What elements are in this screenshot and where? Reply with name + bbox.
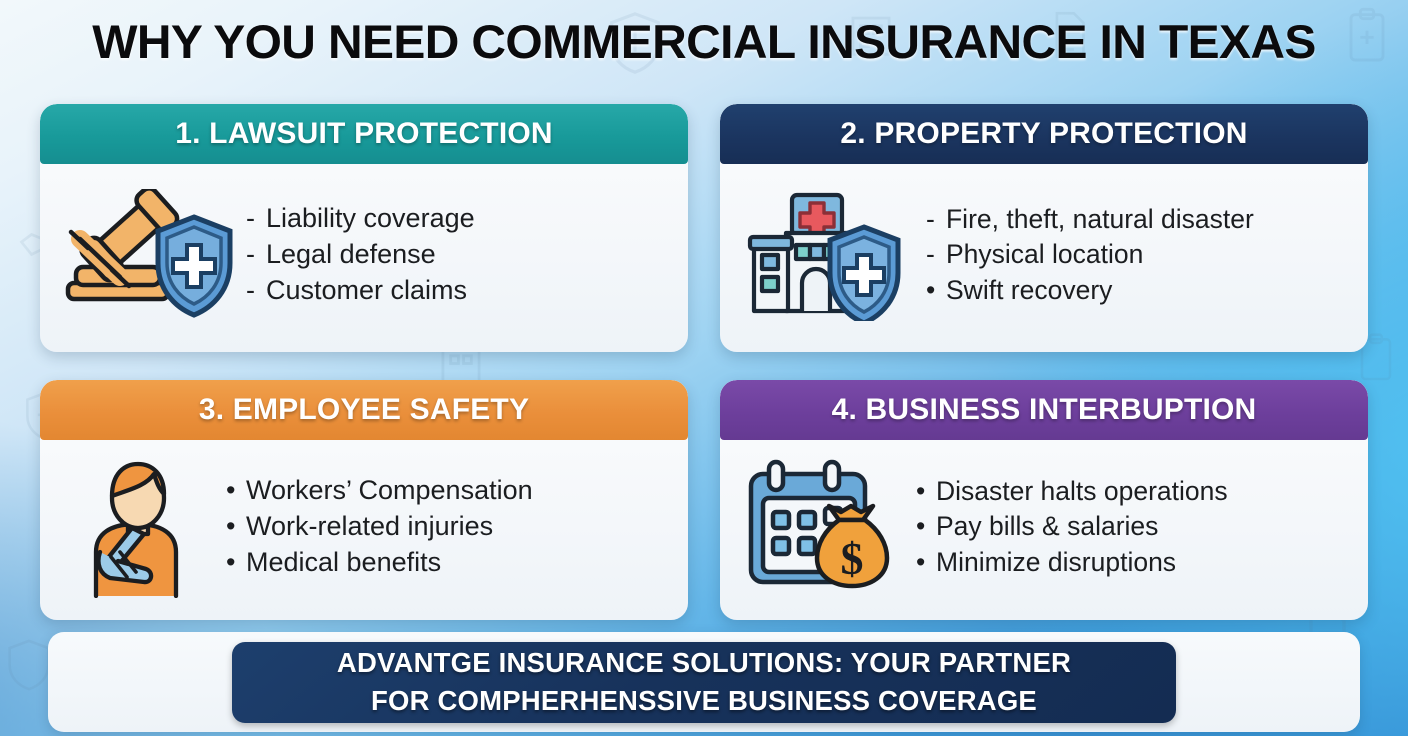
footer-line-2: FOR COMPHERHENSSIVE BUSINESS COVERAGE	[371, 685, 1037, 716]
bullet-text: Minimize disruptions	[936, 546, 1177, 577]
list-item: • Work-related injuries	[226, 509, 674, 545]
list-item: • Disaster halts operations	[916, 474, 1354, 509]
gavel-shield-icon	[56, 189, 236, 321]
footer-line-1: ADVANTGE INSURANCE SOLUTIONS: YOUR PARTN…	[336, 647, 1072, 679]
card-3-body: • Workers’ Compensation • Work-related inj…	[40, 440, 688, 620]
list-item: • Swift recovery	[926, 273, 1354, 308]
list-item: • Workers’ Compensation	[226, 473, 674, 509]
list-item: -Liability coverage	[246, 201, 674, 237]
bullet-marker: -	[926, 204, 935, 235]
card-4-bullet-list: • Disaster halts operations • Pay bills & …	[916, 474, 1354, 580]
footer-banner: ADVANTGE INSURANCE SOLUTIONS: YOUR PARTN…	[232, 641, 1176, 723]
bullet-marker: •	[916, 546, 926, 577]
bullet-text: Workers’ Compensation	[246, 475, 533, 506]
card-employee-safety: 3. EMPLOYEE SAFETY	[40, 380, 688, 620]
bullet-marker: -	[246, 203, 255, 234]
svg-text:$: $	[841, 533, 864, 584]
list-item: -Fire, theft, natural disaster	[926, 202, 1354, 237]
bullet-marker: •	[916, 476, 926, 507]
card-property-protection: 2. PROPERTY PROTECTION	[720, 104, 1368, 352]
list-item: • Minimize disruptions	[916, 545, 1354, 580]
bullet-text: Liability coverage	[266, 203, 475, 234]
card-2-bullet-list: -Fire, theft, natural disaster -Physical…	[926, 202, 1354, 308]
calendar-moneybag-icon: $	[736, 458, 906, 596]
bullet-text: Swift recovery	[946, 274, 1113, 305]
card-1-body: -Liability coverage -Legal defense -Cust…	[40, 164, 688, 352]
bullet-text: Disaster halts operations	[936, 476, 1228, 507]
card-4-body: $ • Disaster halts operations • Pay bills …	[720, 440, 1368, 620]
bullet-text: Work-related injuries	[246, 511, 494, 542]
list-item: -Legal defense	[246, 237, 674, 273]
list-item: -Customer claims	[246, 273, 674, 309]
card-1-header: 1. LAWSUIT PROTECTION	[40, 104, 688, 164]
card-2-body: -Fire, theft, natural disaster -Physical…	[720, 164, 1368, 352]
card-4-header: 4. BUSINESS INTERBUPTION	[720, 380, 1368, 440]
bullet-text: Pay bills & salaries	[936, 511, 1159, 542]
bullet-marker: •	[916, 511, 926, 542]
bullet-marker: •	[226, 546, 236, 577]
bullet-marker: •	[226, 511, 236, 542]
list-item: -Physical location	[926, 237, 1354, 272]
bullet-text: Physical location	[946, 239, 1144, 270]
card-2-header: 2. PROPERTY PROTECTION	[720, 104, 1368, 164]
building-shield-icon	[736, 189, 916, 321]
bullet-marker: -	[246, 274, 255, 305]
bullet-text: Legal defense	[266, 239, 436, 270]
card-lawsuit-protection: 1. LAWSUIT PROTECTION	[40, 104, 688, 352]
bullet-text: Medical benefits	[246, 546, 442, 577]
page-title: WHY YOU NEED COMMERCIAL INSURANCE IN TEX…	[92, 15, 1316, 68]
card-business-interruption: 4. BUSINESS INTERBUPTION	[720, 380, 1368, 620]
bullet-marker: •	[926, 274, 936, 305]
bullet-marker: •	[226, 475, 236, 506]
cards-grid: 1. LAWSUIT PROTECTION	[40, 104, 1368, 620]
bullet-text: Fire, theft, natural disaster	[946, 204, 1254, 235]
bullet-text: Customer claims	[266, 274, 468, 305]
footer-card: ADVANTGE INSURANCE SOLUTIONS: YOUR PARTN…	[48, 632, 1360, 732]
bullet-marker: -	[926, 239, 935, 270]
list-item: • Pay bills & salaries	[916, 509, 1354, 544]
card-1-bullet-list: -Liability coverage -Legal defense -Cust…	[246, 201, 674, 309]
card-3-header: 3. EMPLOYEE SAFETY	[40, 380, 688, 440]
injured-worker-icon	[56, 456, 216, 598]
list-item: • Medical benefits	[226, 545, 674, 581]
card-3-bullet-list: • Workers’ Compensation • Work-related inj…	[226, 473, 674, 581]
bullet-marker: -	[246, 239, 255, 270]
